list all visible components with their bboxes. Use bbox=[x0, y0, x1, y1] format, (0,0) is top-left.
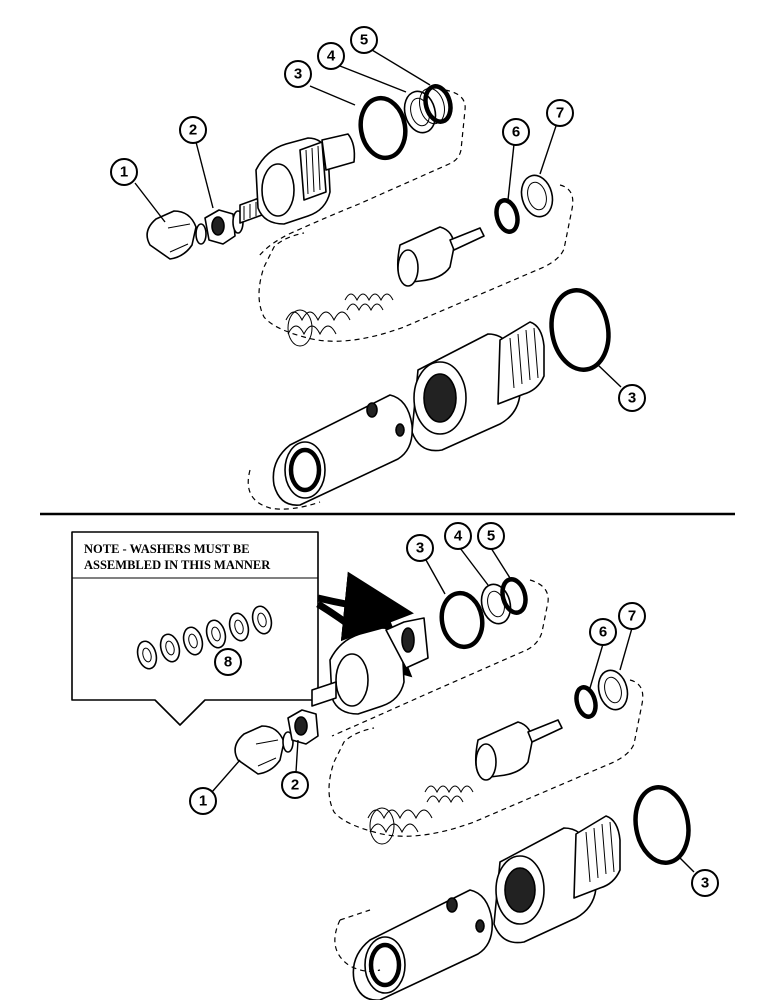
svg-text:3: 3 bbox=[416, 540, 424, 557]
svg-text:7: 7 bbox=[628, 608, 636, 625]
washer-7-top bbox=[520, 174, 554, 218]
fitting-top bbox=[411, 321, 545, 452]
acorn-nut-bottom bbox=[234, 725, 285, 775]
svg-text:1: 1 bbox=[199, 793, 207, 810]
adjuster-body-bottom bbox=[311, 617, 429, 715]
callout-7-bottom: 7 bbox=[618, 602, 646, 630]
callout-2-top: 2 bbox=[179, 116, 207, 144]
washer-7-bottom bbox=[597, 669, 629, 711]
callout-5-bottom: 5 bbox=[477, 522, 505, 550]
acorn-nut-top bbox=[146, 210, 197, 260]
spring-small-bottom bbox=[424, 785, 474, 804]
callout-3-top-right: 3 bbox=[618, 384, 646, 412]
callout-6-bottom: 6 bbox=[589, 618, 617, 646]
callout-7-top: 7 bbox=[546, 99, 574, 127]
callout-3-bottom-right: 3 bbox=[691, 869, 719, 897]
note-line-2: ASSEMBLED IN THIS MANNER bbox=[84, 558, 271, 572]
callout-3-top: 3 bbox=[284, 60, 312, 88]
top-assembly bbox=[146, 84, 611, 510]
washer-stack-illustration bbox=[136, 605, 273, 670]
leader-lines bbox=[134, 49, 695, 873]
sleeve-top bbox=[272, 394, 414, 506]
callout-3-bottom: 3 bbox=[406, 534, 434, 562]
svg-text:3: 3 bbox=[628, 390, 636, 407]
callout-1-top: 1 bbox=[110, 158, 138, 186]
spring-large-bottom bbox=[367, 807, 433, 845]
svg-text:2: 2 bbox=[189, 122, 197, 139]
svg-text:5: 5 bbox=[487, 528, 495, 545]
fitting-bottom bbox=[493, 815, 621, 944]
svg-text:1: 1 bbox=[120, 164, 128, 181]
svg-text:3: 3 bbox=[701, 875, 709, 892]
callout-4-top: 4 bbox=[317, 42, 345, 70]
svg-text:6: 6 bbox=[599, 624, 607, 641]
svg-text:8: 8 bbox=[224, 654, 232, 671]
jam-nut-bottom bbox=[287, 709, 319, 745]
poppet-bottom bbox=[474, 719, 563, 781]
svg-text:4: 4 bbox=[327, 48, 336, 65]
svg-text:7: 7 bbox=[556, 105, 564, 122]
callout-6-top: 6 bbox=[502, 118, 530, 146]
svg-text:2: 2 bbox=[291, 777, 299, 794]
svg-text:4: 4 bbox=[454, 528, 463, 545]
sleeve-bottom bbox=[352, 889, 494, 1000]
poppet-top bbox=[396, 226, 485, 287]
svg-text:5: 5 bbox=[360, 32, 368, 49]
callout-5-top: 5 bbox=[350, 26, 378, 54]
callout-2-bottom: 2 bbox=[281, 771, 309, 799]
callout-1-bottom: 1 bbox=[189, 787, 217, 815]
jam-nut-top bbox=[204, 209, 236, 245]
spring-large-top bbox=[285, 309, 351, 347]
callout-4-bottom: 4 bbox=[444, 522, 472, 550]
note-box: NOTE - WASHERS MUST BE ASSEMBLED IN THIS… bbox=[71, 531, 319, 726]
spring-small-top bbox=[344, 293, 394, 312]
adjuster-body-top bbox=[239, 133, 356, 225]
note-line-1: NOTE - WASHERS MUST BE bbox=[84, 542, 250, 556]
svg-text:3: 3 bbox=[294, 66, 302, 83]
bottom-assembly: NOTE - WASHERS MUST BE ASSEMBLED IN THIS… bbox=[71, 531, 691, 1000]
svg-text:6: 6 bbox=[512, 124, 520, 141]
callout-8-note: 8 bbox=[214, 648, 242, 676]
